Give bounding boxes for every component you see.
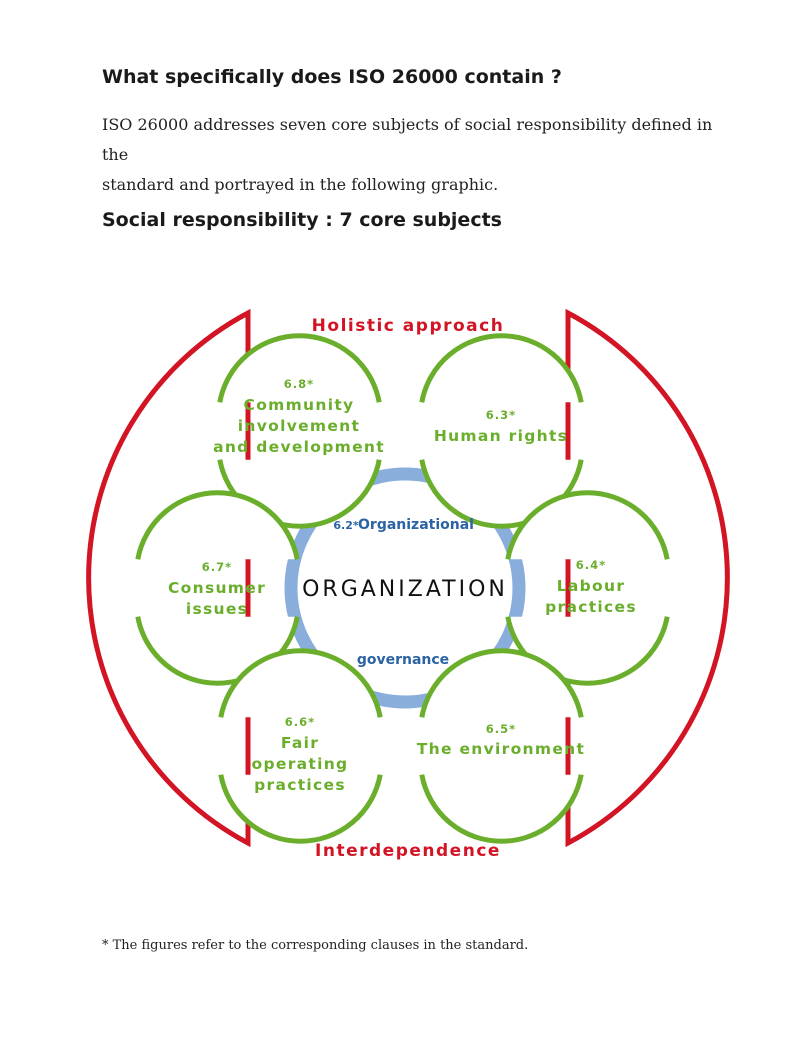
consumer-line-2: issues — [186, 600, 248, 618]
consumer-line-1: Consumer — [168, 579, 266, 597]
environment-circle — [419, 648, 584, 844]
fair-line-2: operating — [252, 755, 349, 773]
human-rights-line-1: Human rights — [434, 427, 568, 445]
fair-number: 6.6* — [285, 715, 315, 729]
governance-label-top: Organizational — [358, 517, 474, 533]
intro-line-2: standard and portrayed in the following … — [102, 175, 499, 194]
center-label: ORGANIZATION — [302, 577, 508, 602]
fair-circle — [218, 648, 383, 844]
labour-line-2: practices — [545, 598, 637, 616]
environment-line-1: The environment — [417, 740, 585, 758]
footnote: * The figures refer to the corresponding… — [102, 938, 529, 953]
community-number: 6.8* — [284, 377, 314, 391]
labour-number: 6.4* — [576, 558, 606, 572]
outer-left-arc — [86, 308, 251, 848]
governance-label-bottom: governance — [357, 652, 449, 668]
community-line-3: and development — [213, 438, 385, 456]
labour-circle — [505, 490, 670, 686]
environment-number: 6.5* — [486, 722, 516, 736]
fair-line-1: Fair — [281, 734, 319, 752]
top-label: Holistic approach — [312, 316, 505, 336]
consumer-circle — [135, 490, 300, 686]
labour-line-1: Labour — [557, 577, 626, 595]
community-line-2: involvement — [238, 417, 360, 435]
human-rights-number: 6.3* — [486, 408, 516, 422]
governance-number: 6.2* — [333, 519, 358, 532]
bottom-label: Interdependence — [315, 841, 501, 861]
human-rights-circle — [419, 333, 584, 529]
governance-ring — [284, 467, 526, 709]
intro-paragraph: ISO 26000 addresses seven core subjects … — [102, 110, 742, 200]
community-line-1: Community — [244, 396, 355, 414]
section-heading: What specifically does ISO 26000 contain… — [102, 66, 562, 88]
diagram-heading: Social responsibility : 7 core subjects — [102, 209, 502, 231]
intro-line-1: ISO 26000 addresses seven core subjects … — [102, 115, 713, 164]
fair-line-3: practices — [254, 776, 346, 794]
outer-right-arc — [565, 308, 730, 848]
consumer-number: 6.7* — [202, 560, 232, 574]
community-circle — [217, 333, 382, 529]
